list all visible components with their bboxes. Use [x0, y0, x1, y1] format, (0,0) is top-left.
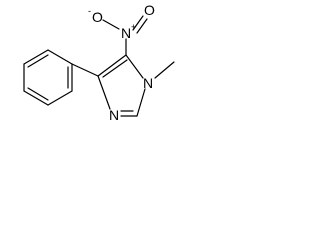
ring-c4-c5-bond: [97, 54, 127, 77]
phenyl-c4-bond: [71, 63, 99, 77]
nitro-nitrogen-charge: +: [131, 22, 136, 32]
nitro-oxygen-left-charge: -: [88, 6, 91, 16]
ring-n1-label: N: [143, 75, 153, 91]
molecule-structure: N + O - O N N: [23, 2, 175, 123]
phenyl-bond-1-inner: [27, 54, 49, 68]
nitro-oxygen-top-label: O: [144, 2, 155, 18]
ring-n3-label: N: [109, 107, 119, 123]
ring-n1-c2-bond: [136, 88, 146, 117]
nitro-n-o-left-bond: [102, 19, 120, 30]
phenyl-bond-4: [47, 90, 73, 106]
phenyl-bond-2: [47, 49, 73, 65]
atom-labels: N + O - O N N: [88, 2, 155, 123]
nitro-n-o-top-inner: [136, 18, 148, 34]
ring-n3-c4-bond: [97, 75, 111, 110]
phenyl-bond-5-inner: [27, 87, 49, 101]
nitro-n-o-top-bond: [132, 15, 144, 31]
nitro-oxygen-left-label: O: [92, 9, 103, 25]
bond-lines: [23, 15, 175, 117]
nitro-nitrogen-label: N: [121, 25, 131, 41]
phenyl-bond-1: [23, 49, 49, 65]
ring-c5-n1-bond: [125, 54, 144, 79]
n-methyl-bond: [154, 61, 175, 79]
phenyl-bond-5: [23, 90, 49, 106]
ring-c4-c5-inner: [102, 59, 128, 78]
